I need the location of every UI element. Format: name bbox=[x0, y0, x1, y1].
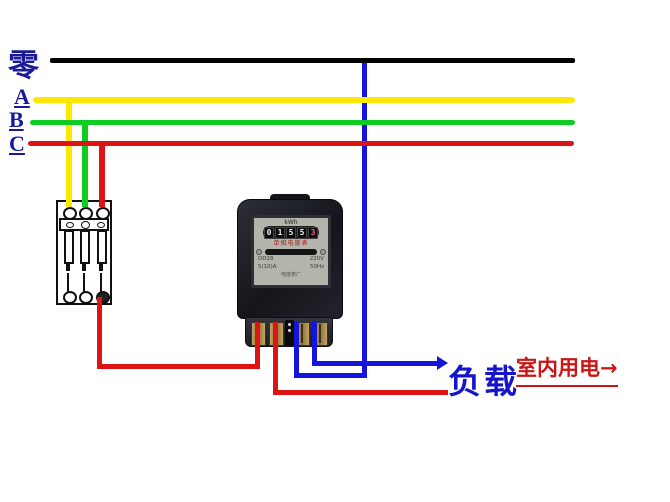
switch-clip bbox=[99, 264, 103, 271]
meter-digit: 5 bbox=[297, 226, 307, 239]
switch-blade bbox=[64, 230, 74, 264]
switch-clip bbox=[66, 264, 70, 271]
meter-spec-row: DD28 220V bbox=[256, 256, 326, 263]
switch-stem bbox=[83, 273, 85, 294]
meter-disc-slot bbox=[264, 249, 318, 255]
meter-unit-label: kWh bbox=[284, 219, 298, 226]
switch-bottom-terminal bbox=[63, 291, 77, 304]
terminal-cover-screw bbox=[288, 323, 291, 326]
meter-face: kWh 0 1 5 5 3 单相电度表 DD28 220V 5(10)A 50H… bbox=[251, 215, 331, 288]
crossbar-hole bbox=[66, 222, 74, 228]
phase-a-drop-wire bbox=[66, 100, 72, 207]
meter-register: 0 1 5 5 3 bbox=[263, 226, 319, 239]
neutral-bus-label: 零 bbox=[8, 48, 39, 84]
neutral-drop-wire bbox=[362, 60, 367, 378]
phase-a-line bbox=[33, 97, 575, 103]
meter-spec-model: DD28 bbox=[258, 256, 274, 262]
phase-c-drop-wire bbox=[99, 144, 105, 207]
indoor-use-label: 室内用电→ bbox=[516, 352, 618, 387]
phase-b-label: B bbox=[9, 107, 24, 132]
meter-screw bbox=[256, 249, 262, 255]
switch-blade bbox=[80, 230, 90, 264]
neutral-return-wire bbox=[294, 373, 367, 378]
meter-terminal3-wire bbox=[294, 322, 299, 378]
meter-digit: 0 bbox=[264, 226, 274, 239]
switch-clip bbox=[82, 264, 86, 271]
crossbar-hole bbox=[97, 222, 105, 228]
meter-type-label: 单相电度表 bbox=[273, 240, 309, 247]
meter-terminal2-wire bbox=[273, 322, 278, 395]
meter-digit: 1 bbox=[275, 226, 285, 239]
meter-spec-current: 5(10)A bbox=[258, 264, 277, 270]
phase-c-line bbox=[28, 141, 574, 146]
switch-stem bbox=[100, 273, 102, 294]
terminal-cover bbox=[285, 320, 294, 346]
switch-output-wire-horizontal bbox=[97, 364, 260, 369]
fuse-switch bbox=[56, 200, 112, 305]
meter-maker-label: 电度表厂 bbox=[280, 272, 301, 278]
meter-spec-frequency: 50Hz bbox=[309, 264, 324, 270]
neutral-bus-line bbox=[50, 58, 575, 63]
load-neutral-wire bbox=[312, 361, 440, 366]
meter-disc-row bbox=[256, 249, 327, 255]
meter-digit: 3 bbox=[308, 226, 318, 239]
meter-spec-row: 5(10)A 50Hz bbox=[256, 264, 326, 271]
phase-a-label: A bbox=[14, 84, 30, 109]
load-label: 负载 bbox=[448, 362, 520, 401]
phase-b-drop-wire bbox=[82, 122, 88, 207]
switch-output-wire-down bbox=[97, 297, 102, 368]
meter-screw bbox=[320, 249, 327, 255]
phase-b-line bbox=[30, 120, 575, 125]
terminal-cover-screw bbox=[288, 329, 291, 332]
load-phase-wire bbox=[273, 390, 448, 395]
crossbar-hole bbox=[81, 221, 90, 229]
meter-terminal1-wire bbox=[255, 322, 260, 369]
load-wire-arrowhead bbox=[437, 356, 448, 370]
phase-c-label: C bbox=[9, 131, 25, 156]
switch-blade bbox=[97, 230, 107, 264]
meter-terminal4-wire bbox=[312, 322, 317, 366]
meter-spec-voltage: 220V bbox=[309, 256, 324, 262]
switch-bottom-terminal bbox=[79, 291, 93, 304]
meter-digit: 5 bbox=[286, 226, 296, 239]
switch-stem bbox=[67, 273, 69, 294]
